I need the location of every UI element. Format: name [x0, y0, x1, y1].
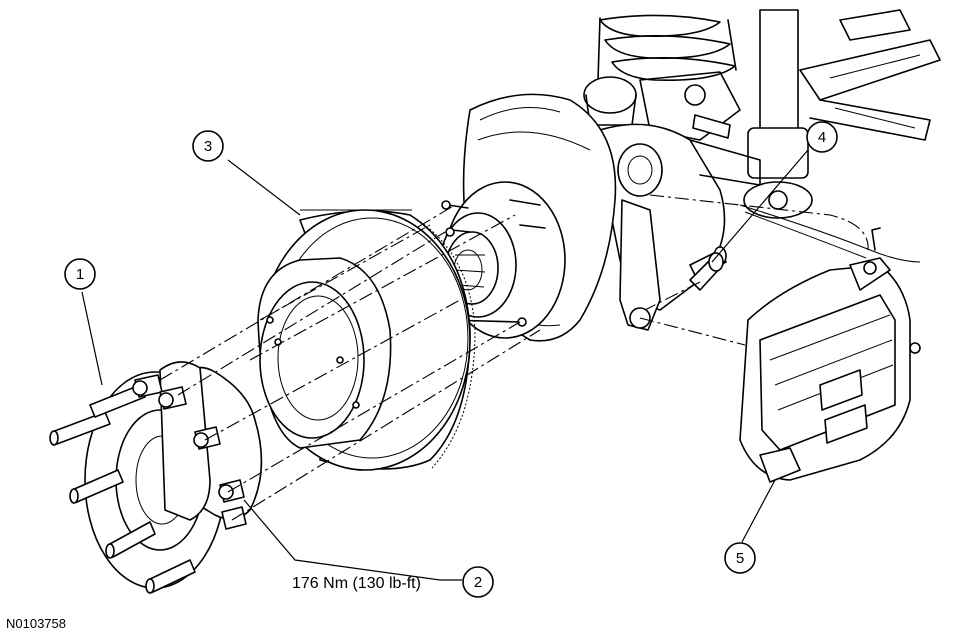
assembly-lines [159, 194, 869, 521]
callout-2-label: 2 [474, 574, 482, 591]
coil-spring [597, 14, 737, 82]
suspension-knuckle-assembly [583, 9, 941, 331]
brake-rotor [257, 209, 476, 471]
callout-2: 2 [462, 566, 494, 598]
callout-1-label: 1 [76, 266, 84, 283]
wheel-studs [49, 384, 196, 594]
callout-3: 3 [192, 130, 224, 162]
torque-spec: 176 Nm (130 lb-ft) [292, 575, 421, 592]
figure-id: N0103758 [6, 616, 66, 631]
callout-3-label: 3 [204, 138, 212, 155]
callout-5-label: 5 [736, 550, 744, 567]
leader-lines [81, 149, 809, 581]
callout-1: 1 [64, 258, 96, 290]
brake-caliper [739, 227, 921, 483]
caliper-bolt [689, 252, 724, 291]
shock-absorber [743, 9, 813, 219]
hub-spacer-with-bolts [132, 361, 263, 530]
callout-5: 5 [724, 542, 756, 574]
callout-4: 4 [806, 121, 838, 153]
callout-4-label: 4 [818, 129, 826, 146]
